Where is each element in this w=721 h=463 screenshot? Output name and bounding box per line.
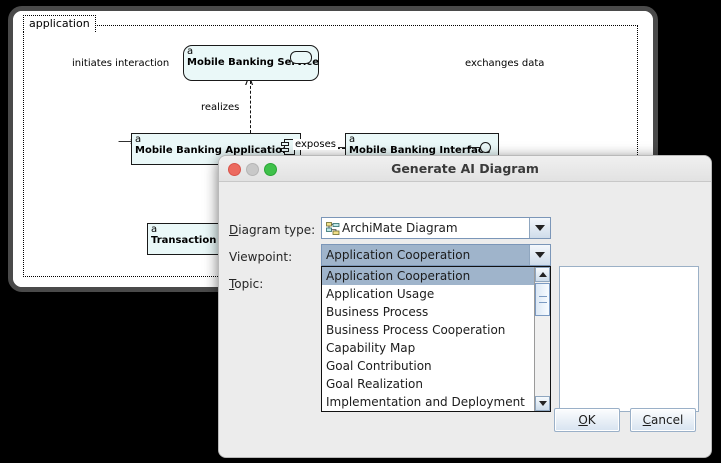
minimize-icon[interactable] [246, 163, 259, 176]
diagram-type-value: ArchiMate Diagram [342, 221, 458, 235]
element-stereotype: a [151, 224, 158, 235]
scroll-down-icon[interactable] [535, 396, 550, 411]
dropdown-option[interactable]: Goal Contribution [326, 359, 432, 373]
dropdown-option[interactable]: Application Cooperation [322, 267, 534, 285]
element-label: Mobile Banking Service [187, 57, 319, 68]
topic-textarea[interactable] [559, 266, 699, 412]
generate-ai-diagram-dialog: Generate AI Diagram Diagram type: Viewpo… [218, 155, 712, 458]
viewpoint-value: Application Cooperation [326, 248, 471, 262]
label-rest: opic: [234, 277, 264, 291]
relation-path-realizes[interactable] [250, 81, 251, 133]
chevron-down-icon[interactable] [529, 218, 550, 238]
element-stereotype: a [349, 134, 356, 145]
element-label: Mobile Banking Interface [349, 145, 491, 156]
element-label: Mobile Banking Application [135, 145, 290, 156]
dialog-title: Generate AI Diagram [391, 161, 539, 176]
mnemonic-letter: O [578, 413, 588, 427]
maximize-icon[interactable] [264, 163, 277, 176]
relation-label-exposes: exposes [293, 139, 338, 150]
mnemonic-letter: C [642, 413, 652, 427]
dialog-body: Diagram type: Viewpoint: Topic: ArchiMat… [219, 182, 711, 457]
label-rest: iagram type: [238, 223, 316, 237]
chevron-down-icon[interactable] [529, 245, 550, 265]
dropdown-option[interactable]: Implementation and Deployment [326, 395, 525, 409]
diagram-type-combobox[interactable]: ArchiMate Diagram [321, 217, 551, 239]
button-label-rest: ancel [651, 413, 684, 427]
application-service-icon [290, 51, 312, 64]
dropdown-option[interactable]: Application Usage [326, 287, 435, 301]
dropdown-scrollbar[interactable] [534, 267, 550, 411]
relation-label-realizes: realizes [199, 102, 242, 113]
scrollbar-thumb[interactable] [535, 283, 550, 316]
dialog-titlebar[interactable]: Generate AI Diagram [219, 156, 711, 182]
dropdown-option[interactable]: Capability Map [326, 341, 416, 355]
button-label-rest: K [587, 413, 596, 427]
dropdown-option[interactable]: Business Process [326, 305, 429, 319]
mnemonic-letter: D [229, 223, 239, 237]
element-mobile-banking-service[interactable]: a Mobile Banking Service [183, 45, 319, 81]
application-layer-group-label: application [23, 15, 96, 32]
element-label: Transaction Data [151, 235, 247, 246]
mnemonic-letter: T [229, 277, 235, 291]
relation-label-initiates-interaction: initiates interaction [70, 58, 172, 69]
arrowhead-initiates-icon: ⟶ [118, 135, 134, 148]
close-icon[interactable] [228, 163, 241, 176]
application-interface-icon [469, 142, 491, 153]
scroll-up-icon[interactable] [535, 267, 550, 282]
viewpoint-label: Viewpoint: [229, 250, 293, 264]
topic-label: Topic: [229, 277, 263, 291]
element-stereotype: a [187, 46, 194, 57]
arrowhead-exposes-icon: ⟶ [333, 141, 349, 154]
viewpoint-combobox[interactable]: Application Cooperation [321, 244, 551, 266]
dropdown-option[interactable]: Goal Realization [326, 377, 423, 391]
arrowhead-realizes-icon: Λ [245, 74, 254, 88]
diagram-type-label: Diagram type: [229, 223, 315, 237]
element-stereotype: a [135, 134, 142, 145]
relation-label-exchanges-data: exchanges data [463, 58, 547, 69]
dropdown-option[interactable]: Business Process Cooperation [326, 323, 506, 337]
archimate-diagram-icon [326, 222, 340, 235]
